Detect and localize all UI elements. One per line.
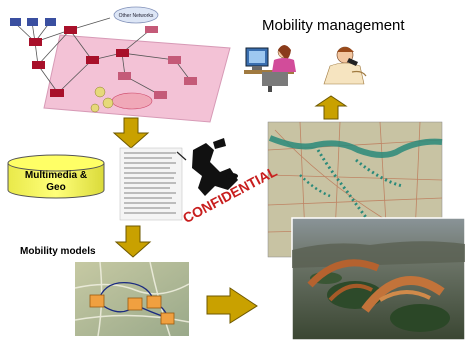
terrain-3d-view [291, 217, 465, 340]
network-node [184, 77, 197, 85]
flow-arc [378, 290, 431, 302]
arrow-right-visualization [206, 287, 258, 324]
operator-at-computer-icon [244, 45, 296, 92]
mobility-model-map [74, 261, 190, 337]
traffic-density-band [268, 135, 443, 158]
database-label: Multimedia & Geo [24, 170, 88, 193]
network-node [168, 56, 181, 64]
flow-arc [307, 259, 380, 288]
flow-arc [328, 283, 373, 302]
network-node [145, 26, 158, 33]
other-networks-cloud [113, 6, 159, 24]
network-node [118, 72, 131, 80]
mobility-zones [89, 294, 175, 325]
base-station-node [27, 18, 38, 26]
network-node [64, 26, 77, 34]
arrow-down-network [112, 117, 150, 149]
coverage-blob [390, 304, 450, 332]
network-node [32, 61, 45, 69]
cell-site [94, 86, 106, 98]
data-lines [124, 152, 176, 214]
user-with-phone-icon [323, 46, 367, 85]
network-node [29, 38, 42, 46]
traffic-flow-dots [316, 149, 374, 226]
flow-arrows [112, 95, 348, 324]
other-networks-label: Other Networks [119, 13, 154, 19]
network-node [116, 49, 129, 57]
cell-site [102, 97, 114, 109]
spy-figure-icon [176, 138, 238, 196]
arrow-down-models [114, 225, 152, 258]
arrow-up-management [314, 95, 348, 120]
mobility-management-title: Mobility management [262, 17, 405, 34]
base-station-node [45, 18, 56, 26]
network-node [50, 89, 64, 97]
base-station-node [10, 18, 21, 26]
flow-arc [361, 276, 445, 313]
cell-site [90, 103, 100, 113]
coverage-cell [111, 92, 153, 110]
network-node [86, 56, 99, 64]
network-diagram: Other Networks [10, 6, 231, 123]
database-cylinder [7, 154, 105, 199]
mobility-models-label: Mobility models [20, 246, 96, 257]
network-nodes [10, 18, 197, 113]
data-listing-sheet [119, 147, 183, 221]
network-node [154, 91, 167, 99]
